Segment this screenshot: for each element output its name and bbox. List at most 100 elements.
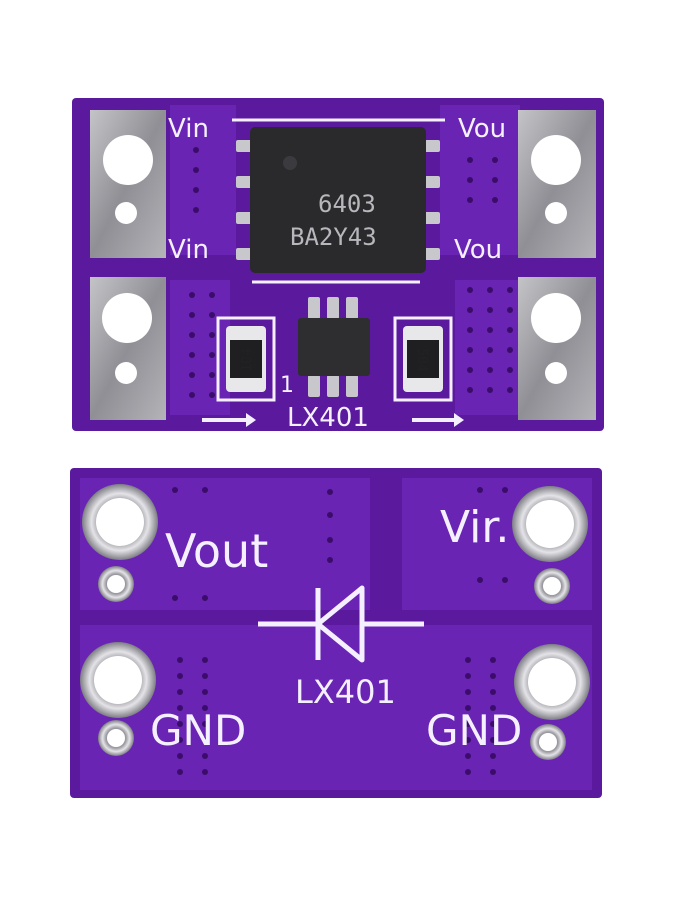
via-dot bbox=[490, 673, 496, 679]
plated-holes bbox=[80, 484, 590, 760]
arrow-right-icon bbox=[412, 413, 464, 427]
label-vout-bottom: Vou bbox=[454, 235, 502, 265]
top-board: 6403 BA2Y43 104 504 Vin bbox=[72, 98, 604, 433]
via-dot bbox=[189, 332, 195, 338]
via-dot bbox=[467, 327, 473, 333]
bottom-vias bbox=[172, 487, 508, 775]
via-dot bbox=[467, 287, 473, 293]
via-dot bbox=[507, 387, 513, 393]
label-pin-one: 1 bbox=[280, 373, 294, 398]
top-board-name: LX401 bbox=[287, 403, 369, 433]
top-copper-pour-right bbox=[440, 105, 520, 255]
via-dot bbox=[172, 487, 178, 493]
via-dot bbox=[202, 487, 208, 493]
via-dot bbox=[177, 689, 183, 695]
via-dot bbox=[467, 367, 473, 373]
via-dot bbox=[193, 167, 199, 173]
via-dot bbox=[327, 557, 333, 563]
plane-gnd bbox=[80, 625, 592, 790]
via-dot bbox=[492, 197, 498, 203]
via-dot bbox=[465, 753, 471, 759]
via-dot bbox=[492, 177, 498, 183]
via-dot bbox=[467, 347, 473, 353]
via-dot bbox=[202, 689, 208, 695]
top-copper-pour-left bbox=[170, 105, 236, 255]
via-dot bbox=[507, 307, 513, 313]
via-dot bbox=[193, 207, 199, 213]
chip-pin1-dot bbox=[283, 156, 297, 170]
via-dot bbox=[487, 287, 493, 293]
label-vin: Vir. bbox=[440, 502, 509, 553]
via-dot bbox=[465, 705, 471, 711]
via-dot bbox=[189, 372, 195, 378]
via-dot bbox=[467, 157, 473, 163]
pad-hole bbox=[102, 293, 152, 343]
via-dot bbox=[465, 689, 471, 695]
via-dot bbox=[209, 292, 215, 298]
via-dot bbox=[209, 332, 215, 338]
via-dot bbox=[193, 187, 199, 193]
via-dot bbox=[487, 387, 493, 393]
via-dot bbox=[490, 689, 496, 695]
small-chip-body bbox=[298, 318, 370, 376]
via-dot bbox=[507, 327, 513, 333]
via-dot bbox=[202, 753, 208, 759]
via-dot bbox=[202, 721, 208, 727]
resistor-left-code: 104 bbox=[240, 348, 255, 372]
via-dot bbox=[177, 705, 183, 711]
pad-hole-small bbox=[115, 202, 137, 224]
via-dot bbox=[465, 769, 471, 775]
label-vout: Vout bbox=[165, 524, 268, 578]
top-right-pads bbox=[518, 110, 596, 420]
via-dot bbox=[492, 157, 498, 163]
via-dot bbox=[507, 287, 513, 293]
via-dot bbox=[467, 307, 473, 313]
pad-hole bbox=[531, 135, 581, 185]
via-dot bbox=[202, 737, 208, 743]
diode-icon bbox=[258, 585, 424, 663]
via-dot bbox=[490, 769, 496, 775]
via-dot bbox=[490, 721, 496, 727]
via-dot bbox=[487, 307, 493, 313]
via-dot bbox=[502, 487, 508, 493]
via-dot bbox=[177, 737, 183, 743]
top-vias bbox=[189, 147, 513, 398]
via-dot bbox=[487, 347, 493, 353]
pad-hole-small bbox=[115, 362, 137, 384]
via-dot bbox=[202, 657, 208, 663]
via-dot bbox=[487, 327, 493, 333]
via-dot bbox=[202, 673, 208, 679]
via-dot bbox=[202, 705, 208, 711]
chip-pins-left bbox=[236, 140, 254, 260]
via-dot bbox=[209, 372, 215, 378]
via-dot bbox=[490, 705, 496, 711]
label-gnd-right: GND bbox=[426, 706, 522, 755]
via-dot bbox=[327, 512, 333, 518]
via-dot bbox=[202, 595, 208, 601]
main-chip: 6403 BA2Y43 bbox=[236, 127, 440, 273]
via-dot bbox=[490, 737, 496, 743]
chip-marking-line1: 6403 bbox=[318, 190, 376, 218]
via-dot bbox=[490, 753, 496, 759]
via-dot bbox=[465, 657, 471, 663]
pad-hole bbox=[103, 135, 153, 185]
via-dot bbox=[477, 577, 483, 583]
chip-silk-outline bbox=[232, 118, 445, 284]
via-dot bbox=[465, 673, 471, 679]
via-dot bbox=[189, 292, 195, 298]
label-vout-top: Vou bbox=[458, 114, 506, 144]
via-dot bbox=[177, 753, 183, 759]
via-dot bbox=[209, 312, 215, 318]
resistor-right-code: 504 bbox=[414, 348, 429, 372]
top-copper-pour-bottom-left bbox=[170, 280, 230, 415]
via-dot bbox=[177, 721, 183, 727]
via-dot bbox=[209, 392, 215, 398]
via-dot bbox=[327, 537, 333, 543]
top-left-pads bbox=[90, 110, 166, 420]
resistor-left: 104 bbox=[216, 316, 276, 402]
via-dot bbox=[507, 367, 513, 373]
via-dot bbox=[189, 392, 195, 398]
via-dot bbox=[465, 721, 471, 727]
label-vin-bottom: Vin bbox=[168, 235, 209, 265]
